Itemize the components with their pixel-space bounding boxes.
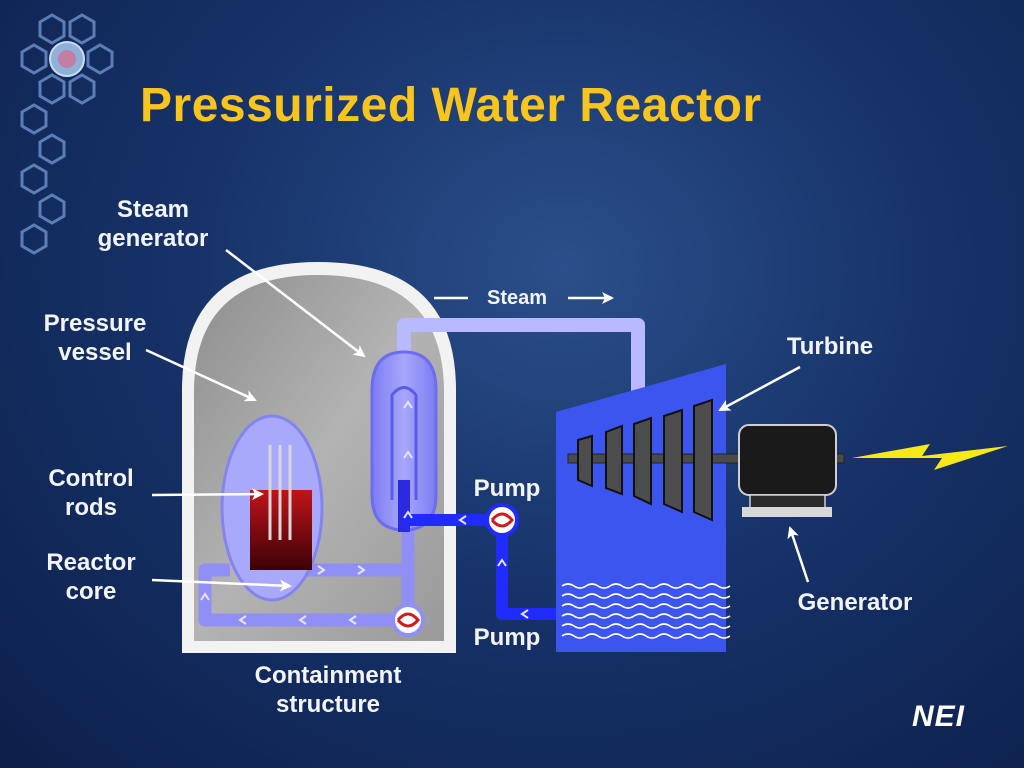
condenser-water [561, 583, 731, 639]
label-pump-top: Pump [473, 475, 541, 502]
label-steam: Steam [486, 287, 548, 309]
atom-globe-icon [49, 41, 85, 77]
label-control-rods: Control rods [48, 465, 134, 521]
flow-chevrons [200, 400, 529, 625]
label-reactor-core: Reactor core [46, 549, 136, 605]
pump-primary [391, 603, 425, 637]
nei-logo: NEI [912, 700, 966, 733]
label-pressure-vessel: Pressure vessel [43, 310, 147, 366]
control-rods [268, 445, 292, 540]
steam-generator [370, 350, 438, 532]
label-turbine: Turbine [786, 333, 874, 360]
steam-generator-tubes [390, 386, 418, 500]
label-containment-structure: Containment structure [254, 662, 402, 718]
turbine-housing [556, 364, 726, 652]
pump-secondary [485, 503, 519, 537]
label-pump-bottom: Pump [473, 624, 541, 651]
generator [738, 424, 837, 517]
label-steam-generator: Steam generator [97, 196, 209, 252]
callout-pointers [145, 249, 810, 592]
hexagon-decoration [20, 13, 114, 255]
lightning-bolt-icon [852, 444, 1008, 470]
turbine-blades [577, 398, 713, 522]
label-generator: Generator [797, 589, 913, 616]
steam-line [397, 318, 645, 392]
page-title: Pressurized Water Reactor [140, 79, 762, 132]
